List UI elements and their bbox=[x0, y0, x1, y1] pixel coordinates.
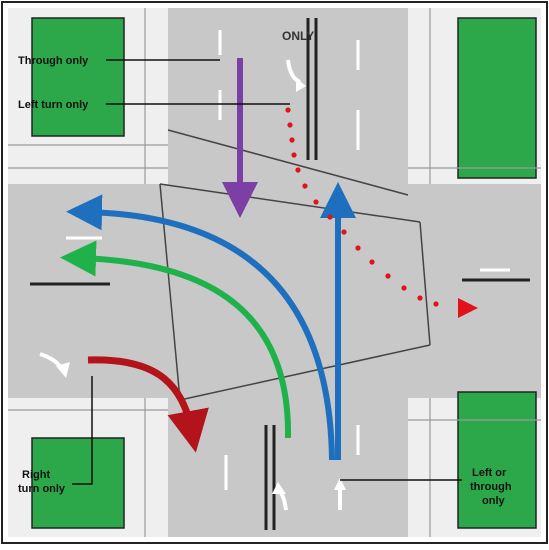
median-lines bbox=[30, 18, 530, 530]
pavement-marking-only: ONLY bbox=[282, 29, 314, 43]
pavement-turn-arrowhead-west bbox=[56, 362, 70, 378]
curb-corner-sw bbox=[130, 398, 168, 432]
red-dotted-arrowhead bbox=[458, 298, 478, 318]
sidewalk-lines bbox=[8, 8, 541, 537]
red-right-turn-arrow bbox=[87, 356, 209, 453]
green-left-turn-arrow bbox=[60, 240, 292, 439]
callout-lines bbox=[72, 59, 462, 485]
pavement-left-arrowhead-south bbox=[272, 482, 286, 494]
label-through-only: Through only bbox=[18, 55, 89, 67]
red-dotted-path bbox=[285, 107, 439, 307]
grass-nw bbox=[31, 17, 125, 137]
label-right-turn-only-line2: turn only bbox=[18, 483, 66, 495]
grass-ne bbox=[457, 17, 537, 179]
curb-corner-ne bbox=[408, 150, 446, 184]
grass-se bbox=[457, 391, 537, 529]
label-left-turn-only: Left turn only bbox=[18, 99, 89, 111]
lane-dashes bbox=[66, 30, 510, 490]
curb-corner-nw bbox=[130, 150, 168, 184]
grass-sw bbox=[31, 437, 125, 529]
label-left-or-through-line1: Left or bbox=[472, 467, 507, 479]
curb-corner-se bbox=[408, 398, 446, 432]
label-right-turn-only-line1: Right bbox=[22, 469, 50, 481]
label-left-or-through-line2: through bbox=[470, 481, 512, 493]
horizontal-road bbox=[8, 184, 541, 398]
blue-left-turn-arrow bbox=[66, 194, 335, 461]
pavement-turn-arrowhead-north bbox=[296, 78, 306, 92]
pavement-through-arrowhead-south bbox=[334, 478, 346, 490]
label-left-or-through-line3: only bbox=[482, 495, 505, 507]
